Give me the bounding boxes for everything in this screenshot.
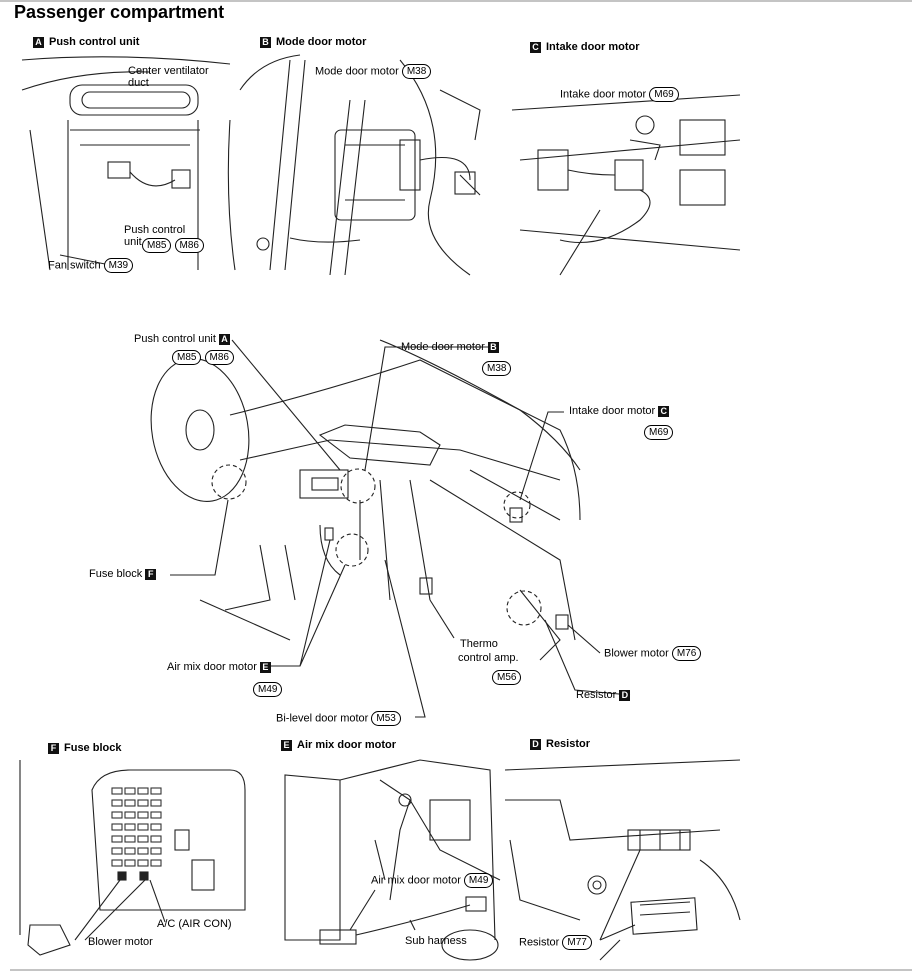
main-airmix-connector: M49 bbox=[253, 682, 283, 697]
panel-a-title: Push control unit bbox=[49, 36, 140, 48]
main-mode-door-motor-label: Mode door motor bbox=[401, 341, 485, 353]
panel-b-art bbox=[239, 54, 481, 276]
main-connector-m53: M53 bbox=[371, 711, 401, 726]
main-resistor-label: Resistor bbox=[576, 689, 617, 701]
panel-e-label: Air mix door motor M49 bbox=[371, 873, 494, 888]
intake-door-motor-label: Intake door motor bbox=[560, 88, 647, 101]
badge-e: E bbox=[281, 739, 292, 751]
main-connector-m38: M38 bbox=[482, 361, 512, 376]
main-intake-connector: M69 bbox=[644, 425, 674, 440]
main-badge-f: F bbox=[145, 568, 157, 580]
panel-d-label: Resistor M77 bbox=[519, 935, 592, 950]
panel-d-title: Resistor bbox=[546, 738, 591, 750]
main-thermo-label-2: control amp. bbox=[458, 652, 519, 664]
main-thermo-label-1: Thermo bbox=[460, 638, 498, 650]
badge-a: A bbox=[33, 36, 44, 48]
mode-door-motor-label: Mode door motor bbox=[315, 65, 399, 78]
main-blower-motor-label: Blower motor bbox=[604, 647, 669, 660]
panel-a-connectors: M85 M86 bbox=[142, 238, 204, 253]
main-push-control-unit-label: Push control unit bbox=[134, 333, 216, 345]
main-view-art bbox=[150, 339, 631, 718]
main-fuse-block-label: Fuse block bbox=[89, 568, 143, 580]
main-badge-a: A bbox=[219, 333, 230, 345]
panel-d-header: D Resistor bbox=[530, 738, 590, 750]
page-title: Passenger compartment bbox=[14, 2, 225, 22]
main-air-mix-door-motor: Air mix door motor E bbox=[167, 661, 271, 673]
panel-f-title: Fuse block bbox=[64, 742, 122, 754]
main-resistor: Resistor D bbox=[576, 689, 631, 701]
main-badge-e: E bbox=[259, 661, 271, 673]
panel-c-header: C Intake door motor bbox=[530, 41, 640, 53]
connector-m86: M86 bbox=[174, 238, 204, 253]
panel-e-header: E Air mix door motor bbox=[281, 739, 396, 751]
main-connector-m85: M85 bbox=[172, 350, 202, 365]
panel-c-art bbox=[511, 94, 741, 276]
connector-m49: M49 bbox=[463, 873, 494, 888]
badge-d: D bbox=[530, 738, 541, 750]
main-thermo-connector: M56 bbox=[492, 670, 522, 685]
badge-c: C bbox=[530, 41, 541, 53]
panel-b-title: Mode door motor bbox=[276, 36, 367, 48]
panel-c-label: Intake door motor M69 bbox=[560, 87, 679, 102]
main-air-mix-door-motor-label: Air mix door motor bbox=[167, 661, 257, 673]
panel-a-header: A Push control unit bbox=[33, 36, 139, 48]
resistor-label: Resistor bbox=[519, 936, 560, 949]
panel-d-art bbox=[504, 759, 741, 961]
main-connector-m69: M69 bbox=[644, 425, 674, 440]
center-ventilator-duct-label: Center ventilator duct bbox=[128, 65, 209, 89]
main-mode-door-motor: Mode door motor B bbox=[401, 341, 499, 353]
badge-b: B bbox=[260, 36, 271, 48]
main-connector-m76: M76 bbox=[671, 646, 702, 661]
panel-f-header: F Fuse block bbox=[48, 742, 121, 754]
connector-m85: M85 bbox=[142, 238, 172, 253]
panel-e-title: Air mix door motor bbox=[297, 739, 397, 751]
ac-fuse-label: A/C (AIR CON) bbox=[157, 918, 232, 930]
sub-harness-label: Sub harness bbox=[405, 935, 467, 947]
main-badge-d: D bbox=[619, 689, 631, 701]
panel-e-art bbox=[284, 759, 501, 961]
main-mode-connector: M38 bbox=[482, 361, 512, 376]
main-bi-level-door-motor-label: Bi-level door motor bbox=[276, 712, 369, 725]
main-push-control-unit: Push control unit A bbox=[134, 333, 230, 345]
blower-motor-fuse-label: Blower motor bbox=[88, 936, 153, 948]
connector-m77: M77 bbox=[562, 935, 592, 950]
main-bi-level-door-motor: Bi-level door motor M53 bbox=[276, 711, 401, 726]
main-connector-m49: M49 bbox=[253, 682, 283, 697]
panel-f-art bbox=[19, 760, 246, 956]
panel-c-title: Intake door motor bbox=[546, 41, 640, 53]
main-connector-m56: M56 bbox=[492, 670, 522, 685]
main-fuse-block: Fuse block F bbox=[89, 568, 157, 580]
panel-b-header: B Mode door motor bbox=[260, 36, 366, 48]
main-blower-motor: Blower motor M76 bbox=[604, 646, 702, 661]
connector-m39: M39 bbox=[103, 258, 134, 273]
main-badge-b: B bbox=[487, 341, 499, 353]
main-connector-m86: M86 bbox=[204, 350, 234, 365]
panel-a-fan-switch: Fan switch M39 bbox=[48, 258, 134, 273]
connector-m69: M69 bbox=[649, 87, 679, 102]
panel-b-label: Mode door motor M38 bbox=[315, 64, 432, 79]
main-intake-door-motor-label: Intake door motor bbox=[569, 405, 656, 417]
fan-switch-label: Fan switch bbox=[48, 259, 101, 272]
badge-f: F bbox=[48, 742, 59, 754]
air-mix-door-motor-label: Air mix door motor bbox=[371, 874, 461, 887]
main-pcu-connectors: M85 M86 bbox=[172, 350, 234, 365]
main-badge-c: C bbox=[658, 405, 670, 417]
connector-m38: M38 bbox=[401, 64, 432, 79]
main-intake-door-motor: Intake door motor C bbox=[569, 405, 670, 417]
panel-a-push-control-unit-label: Push control unit bbox=[124, 224, 186, 248]
